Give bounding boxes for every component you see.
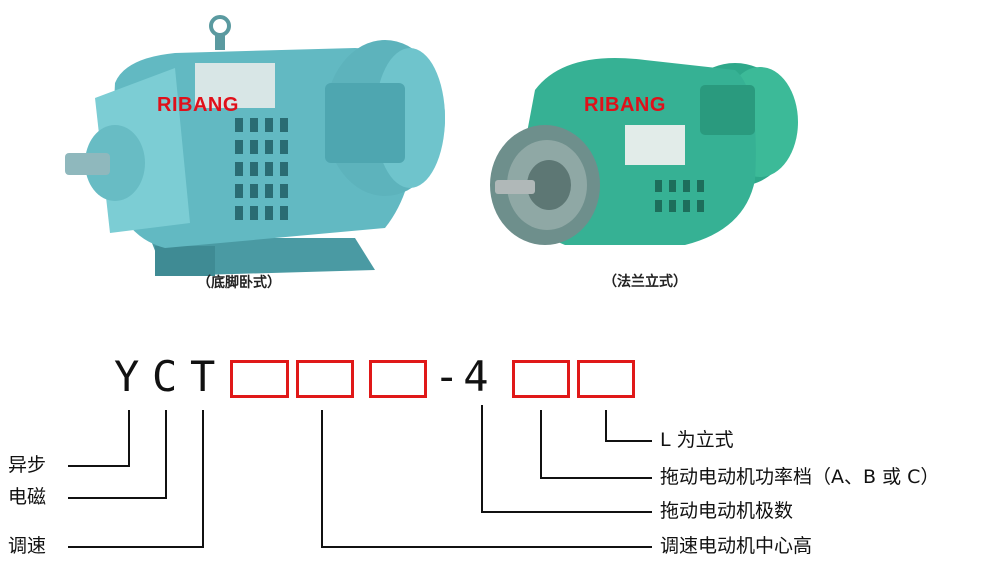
left-caption: （底脚卧式）	[197, 275, 281, 291]
left-brand-label: RIBANG	[157, 94, 239, 116]
model-letter-c: C	[152, 352, 178, 401]
model-letter-y: Y	[114, 352, 140, 401]
foot-mounted-motor-image	[65, 15, 445, 276]
center-height-box-3	[369, 360, 427, 398]
center-height-box-1	[230, 360, 289, 398]
model-letter-t: T	[190, 352, 216, 401]
power-grade-box	[512, 360, 570, 398]
label-center-height: 调速电动机中心高	[660, 535, 813, 557]
right-caption: （法兰立式）	[603, 274, 687, 290]
center-height-box-2	[296, 360, 354, 398]
label-asynchronous: 异步	[8, 454, 47, 476]
right-brand-label: RIBANG	[584, 94, 666, 116]
vertical-type-box	[577, 360, 635, 398]
label-power-grade: 拖动电动机功率档（A、B 或 C）	[660, 466, 940, 488]
label-speed-regulation: 调速	[8, 535, 47, 557]
pole-number-text: -4	[434, 352, 493, 401]
label-vertical-type: L 为立式	[660, 429, 734, 451]
flange-mounted-motor-image	[490, 58, 798, 245]
label-electromagnetic: 电磁	[8, 486, 47, 508]
label-pole-number: 拖动电动机极数	[660, 500, 794, 522]
